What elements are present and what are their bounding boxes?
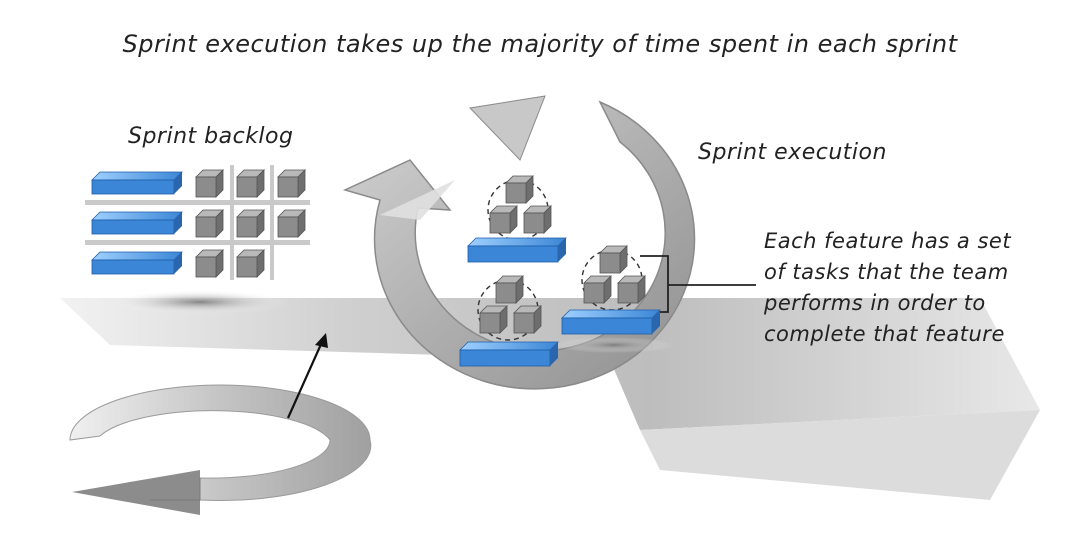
callout-line: performs in order to <box>764 291 986 315</box>
task-cube <box>523 205 552 234</box>
task-cube <box>489 205 518 234</box>
feature-callout: Each feature has a set of tasks that the… <box>764 226 1011 350</box>
task-cube <box>599 245 628 274</box>
feature-group <box>459 275 559 367</box>
task-cube <box>513 305 542 334</box>
sprint-backlog-label: Sprint backlog <box>128 124 294 149</box>
connector-arrow <box>286 333 328 419</box>
feature-slab <box>561 309 661 335</box>
feature-slab <box>459 341 559 367</box>
feature-slab <box>91 211 183 235</box>
sprint-backlog-grid <box>85 165 310 280</box>
backlog-shadow <box>110 290 290 314</box>
feature-slab <box>91 251 183 275</box>
task-cube <box>195 169 224 198</box>
diagram-title: Sprint execution takes up the majority o… <box>122 30 958 58</box>
timeline-band <box>60 298 1040 500</box>
task-cube <box>236 249 265 278</box>
task-cube <box>195 209 224 238</box>
sprint-execution-label: Sprint execution <box>698 140 887 165</box>
task-cube <box>236 209 265 238</box>
callout-line: complete that feature <box>764 322 1005 346</box>
feature-task-groups <box>459 175 661 367</box>
feature-slab <box>91 171 183 195</box>
daily-loop <box>69 384 372 515</box>
daily-loop-arrowhead <box>72 470 200 515</box>
feature-shadow <box>554 337 674 353</box>
callout-line: Each feature has a set <box>764 229 1012 253</box>
task-cube <box>583 275 612 304</box>
feature-slab <box>467 237 567 263</box>
execution-ring <box>342 95 696 390</box>
task-cube <box>236 169 265 198</box>
task-cube <box>479 305 508 334</box>
task-cube <box>195 249 224 278</box>
task-cube <box>505 175 534 204</box>
callout-line: of tasks that the team <box>764 260 1009 284</box>
task-cube <box>495 275 524 304</box>
task-cube <box>617 275 646 304</box>
task-cube <box>277 169 306 198</box>
task-cube <box>277 209 306 238</box>
feature-group <box>467 175 567 263</box>
feature-group <box>561 245 661 335</box>
